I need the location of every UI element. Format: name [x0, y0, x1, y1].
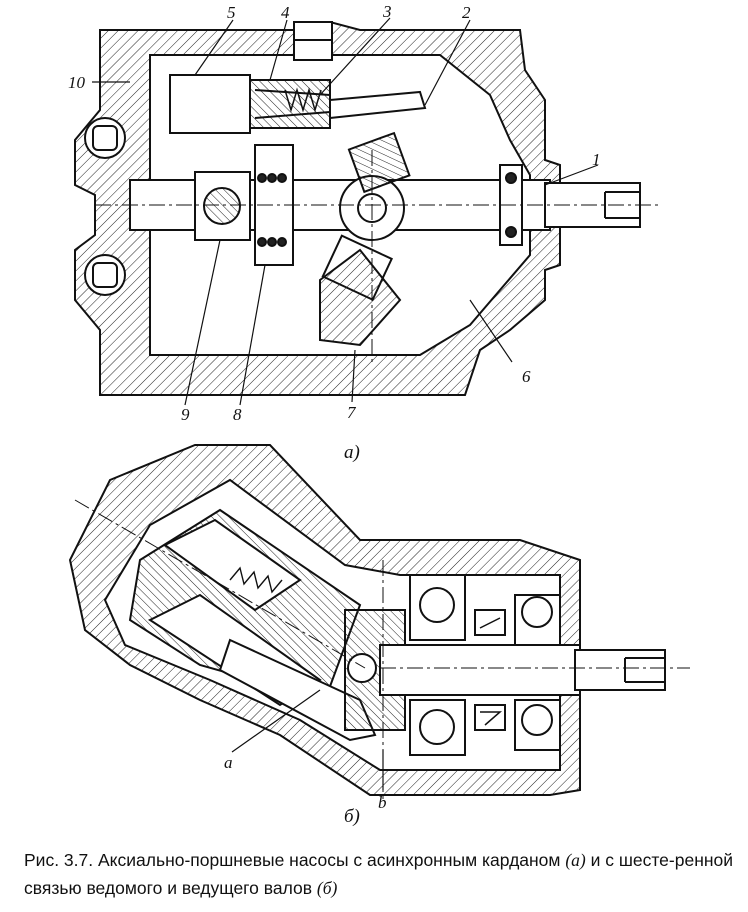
label-10: 10 [68, 73, 86, 92]
label-b: b [378, 793, 387, 812]
caption-tag-a: (а) [565, 850, 586, 870]
piston-b-upper [163, 518, 302, 612]
drawing-b [68, 444, 690, 800]
label-5: 5 [227, 3, 236, 22]
rod-a [329, 90, 427, 120]
caption-tag-b: (б) [316, 878, 338, 898]
spring-top [284, 87, 322, 113]
label-9: 9 [181, 405, 190, 424]
label-8: 8 [233, 405, 242, 424]
piston-lower [319, 248, 402, 347]
label-4: 4 [281, 3, 290, 22]
figure-caption: Рис. 3.7. Аксиально-поршневые насосы с а… [24, 846, 734, 902]
caption-part1: Рис. 3.7. Аксиально-поршневые насосы с а… [24, 850, 566, 870]
drawing-a [74, 17, 660, 406]
sublabel-a: а) [344, 442, 360, 463]
label-1: 1 [592, 150, 601, 169]
piston-upper [169, 74, 251, 134]
cardan-block-upper [347, 131, 411, 194]
joint-b [347, 653, 377, 683]
label-6: 6 [522, 367, 531, 386]
label-a: а [224, 753, 233, 772]
shaft-b [379, 644, 581, 696]
rod-b [218, 638, 377, 742]
pump-drawings: 1 2 3 4 5 6 7 8 9 10 а) [68, 2, 690, 827]
shaft-end-b [574, 649, 666, 691]
sublabel-b: б) [344, 806, 360, 827]
leader-lines-a [92, 17, 599, 406]
leader-lines-b [231, 689, 384, 790]
label-7: 7 [347, 403, 357, 422]
label-3: 3 [382, 2, 392, 21]
caption-part2: и с шесте-ренной связью ведомого и ведущ… [24, 850, 734, 898]
label-2: 2 [462, 3, 471, 22]
spring-b [229, 566, 283, 594]
